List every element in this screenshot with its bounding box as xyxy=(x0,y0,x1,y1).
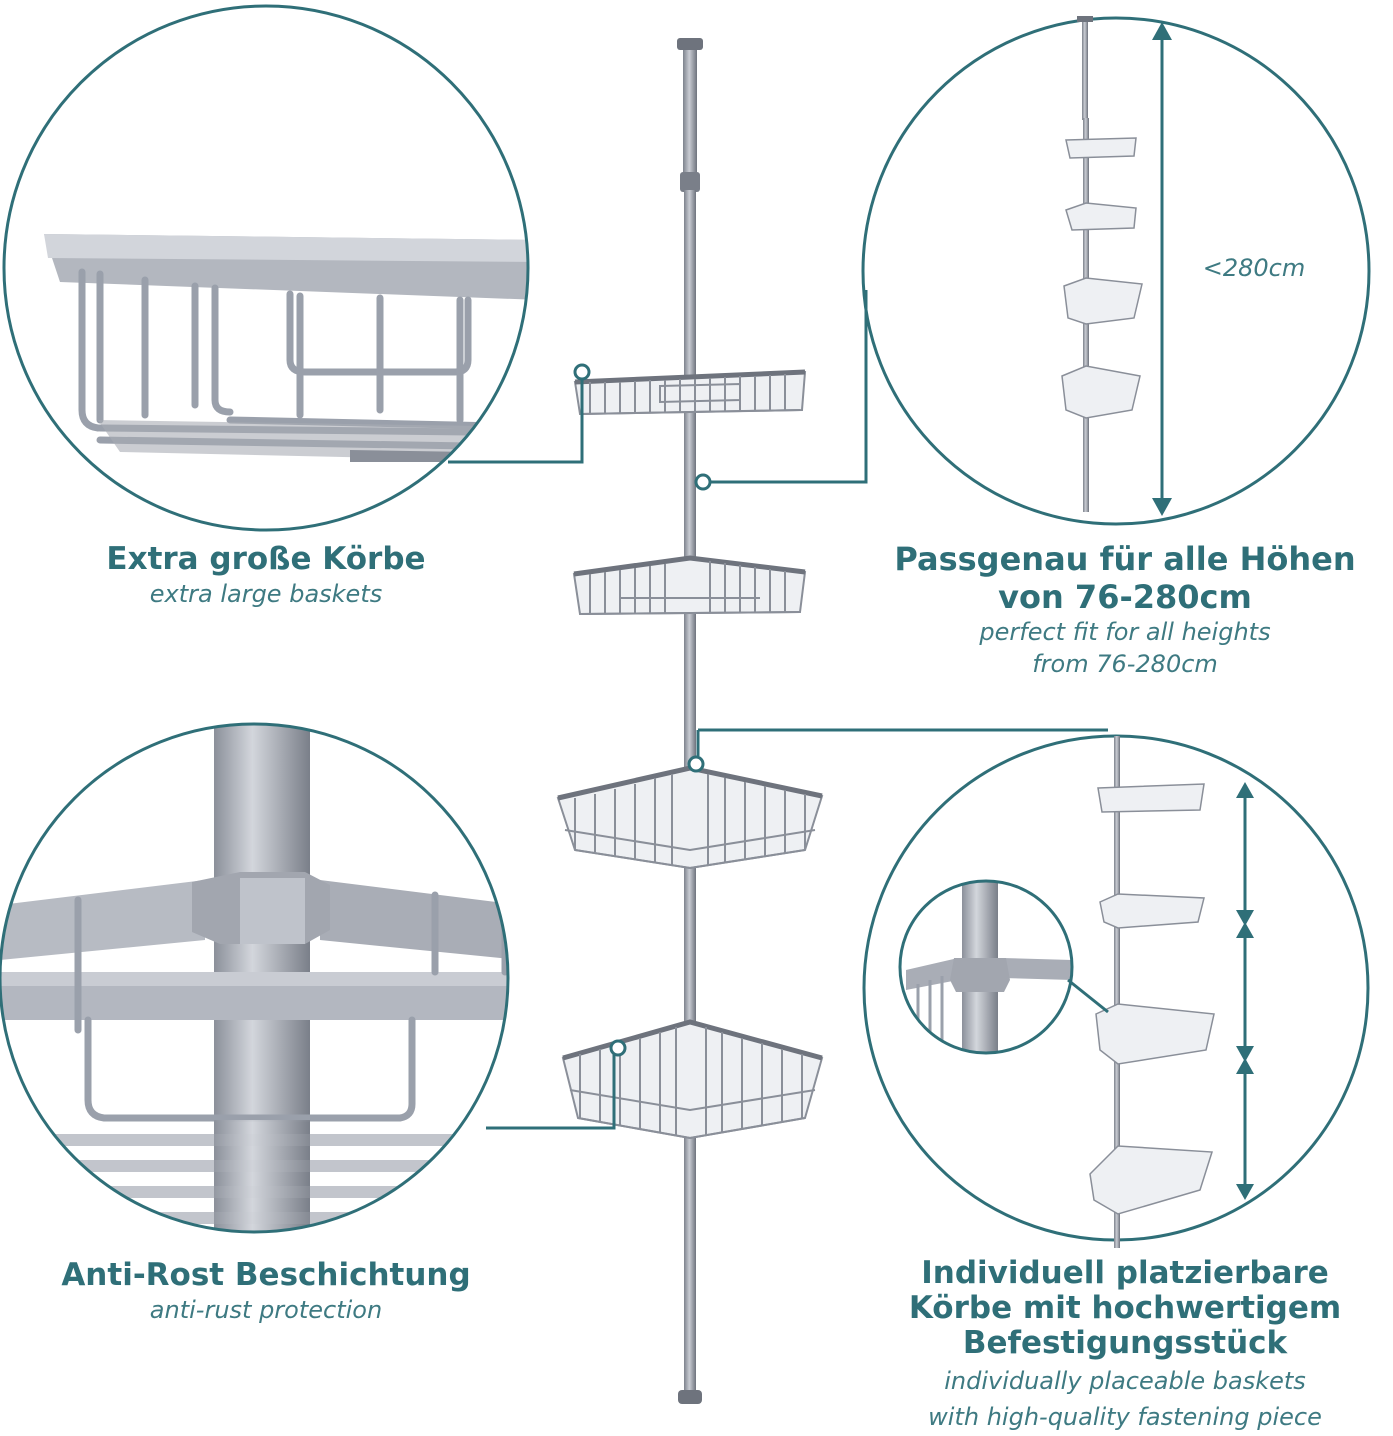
connector-dot-placeable xyxy=(687,755,705,773)
feature-placeable-title-3: Befestigungsstück xyxy=(962,1325,1288,1361)
feature-placeable-title-2: Körbe mit hochwertigem xyxy=(908,1290,1342,1326)
feature-fit-heights-title-1: Passgenau für alle Höhen xyxy=(894,540,1356,578)
feature-large-baskets: Extra große Körbe extra large baskets xyxy=(66,540,466,610)
feature-fit-heights: Passgenau für alle Höhen von 76-280cm pe… xyxy=(878,540,1372,680)
feature-placeable-subtitle-2: with high-quality fastening piece xyxy=(928,1403,1322,1431)
connector-large-basket xyxy=(448,372,584,464)
feature-fit-heights-subtitle-2: from 76-280cm xyxy=(1032,650,1218,678)
fastening-zoom-circle xyxy=(898,879,1074,1055)
basket-3 xyxy=(556,765,824,870)
detail-circle-anti-rust xyxy=(0,722,510,1234)
detail-circle-height xyxy=(861,16,1371,526)
connector-dot-large-basket xyxy=(573,363,591,381)
feature-large-baskets-title: Extra große Körbe xyxy=(106,541,426,577)
basket-2 xyxy=(572,555,807,616)
basket-1 xyxy=(573,369,807,416)
feature-placeable-subtitle-1: individually placeable baskets xyxy=(944,1367,1306,1395)
connector-dot-anti-rust xyxy=(609,1039,627,1057)
feature-large-baskets-subtitle: extra large baskets xyxy=(149,580,383,608)
feature-anti-rust-title: Anti-Rost Beschichtung xyxy=(61,1257,471,1293)
basket-4 xyxy=(561,1019,824,1140)
detail-circle-placeable xyxy=(862,734,1370,1248)
connector-dot-height xyxy=(694,473,712,491)
feature-placeable-title-1: Individuell platzierbare xyxy=(921,1255,1329,1291)
height-label: <280cm xyxy=(1203,254,1306,282)
connector-height xyxy=(708,290,868,484)
feature-fit-heights-title-2: von 76-280cm xyxy=(998,578,1252,616)
feature-anti-rust-subtitle: anti-rust protection xyxy=(149,1296,383,1324)
feature-placeable: Individuell platzierbare Körbe mit hochw… xyxy=(880,1256,1370,1433)
feature-anti-rust: Anti-Rost Beschichtung anti-rust protect… xyxy=(36,1256,496,1326)
connector-anti-rust xyxy=(486,1054,616,1130)
feature-fit-heights-subtitle-1: perfect fit for all heights xyxy=(979,618,1271,646)
detail-circle-large-basket xyxy=(2,4,530,532)
main-shower-caddy xyxy=(556,38,824,1404)
